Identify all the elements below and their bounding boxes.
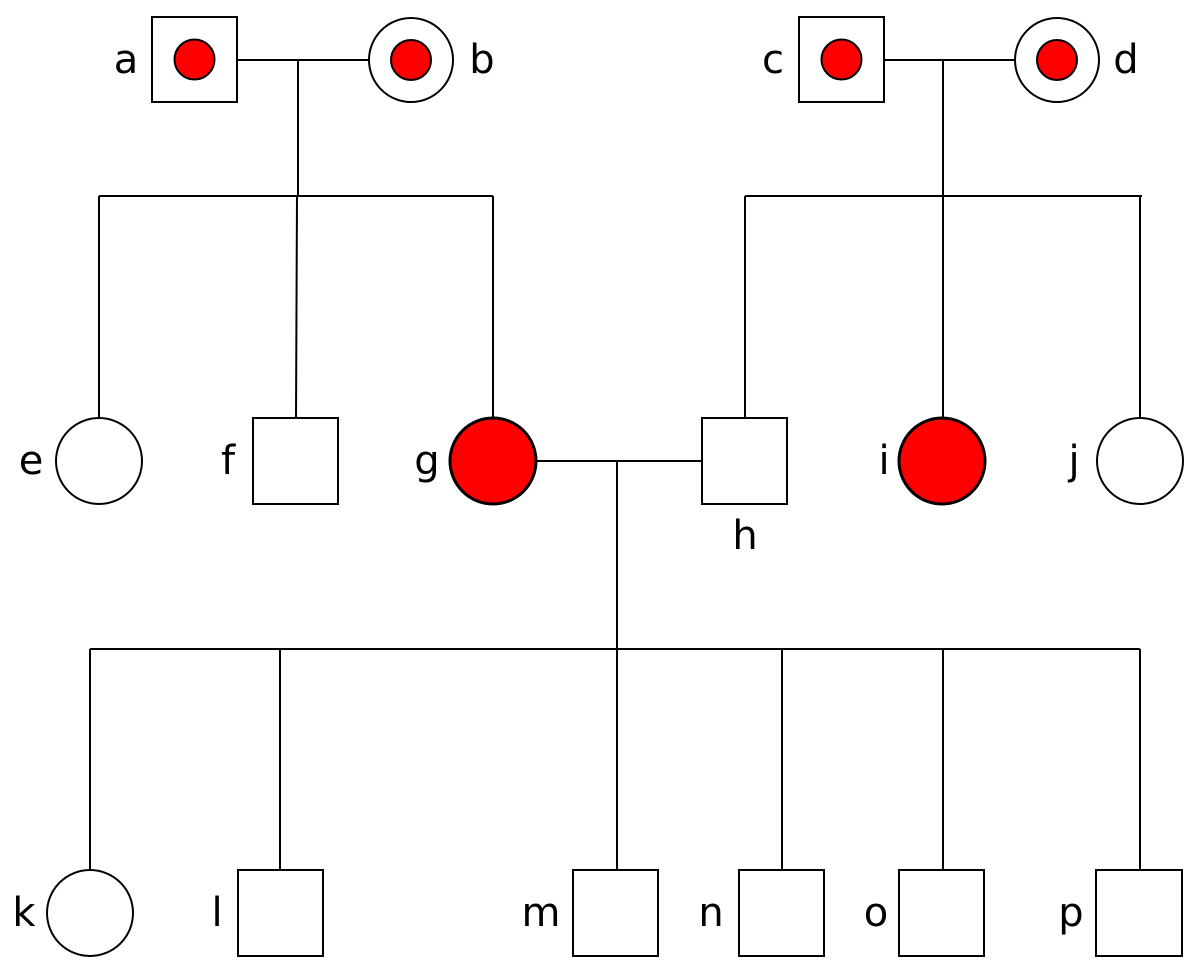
label-e: e (19, 438, 44, 484)
label-d: d (1113, 37, 1138, 83)
individual-o: o (864, 869, 985, 957)
individual-e: e (19, 417, 143, 505)
label-k: k (12, 890, 36, 936)
individual-f: f (221, 417, 339, 505)
male-symbol (237, 869, 324, 957)
connector-lines (89, 59, 1142, 870)
carrier-dot (173, 38, 216, 81)
individual-m: m (522, 869, 659, 957)
label-f: f (221, 438, 236, 484)
female-symbol (1096, 417, 1184, 505)
label-b: b (469, 37, 494, 83)
female-symbol (46, 869, 134, 957)
label-c: c (762, 37, 784, 83)
individual-n: n (698, 869, 825, 957)
label-m: m (522, 890, 561, 936)
male-symbol (1095, 869, 1183, 957)
label-o: o (864, 890, 888, 936)
label-p: p (1058, 890, 1083, 936)
male-symbol (572, 869, 659, 957)
label-l: l (211, 890, 222, 936)
label-n: n (698, 890, 723, 936)
male-symbol (898, 869, 985, 957)
male-symbol (701, 417, 788, 505)
male-symbol (252, 417, 339, 505)
label-j: j (1067, 438, 1079, 484)
individual-l: l (211, 869, 324, 957)
individual-j: j (1067, 417, 1184, 505)
female-symbol-affected (448, 416, 538, 506)
female-symbol-affected (897, 416, 987, 506)
label-h: h (732, 513, 757, 559)
individual-i: i (878, 416, 987, 506)
individual-h: h (701, 417, 788, 559)
male-symbol (738, 869, 825, 957)
male-symbol (151, 16, 238, 103)
individual-d: d (1014, 17, 1139, 103)
individual-g: g (414, 416, 538, 506)
individual-b: b (368, 17, 495, 103)
carrier-dot (820, 38, 863, 81)
individual-c: c (762, 16, 885, 103)
female-symbol (55, 417, 143, 505)
carrier-dot (1036, 39, 1078, 81)
individual-k: k (12, 869, 134, 957)
carrier-dot (390, 39, 432, 81)
label-a: a (114, 37, 139, 83)
individual-p: p (1058, 869, 1183, 957)
child-line-f (295, 195, 298, 419)
label-i: i (878, 438, 889, 484)
label-g: g (414, 438, 439, 484)
individual-a: a (114, 16, 238, 103)
